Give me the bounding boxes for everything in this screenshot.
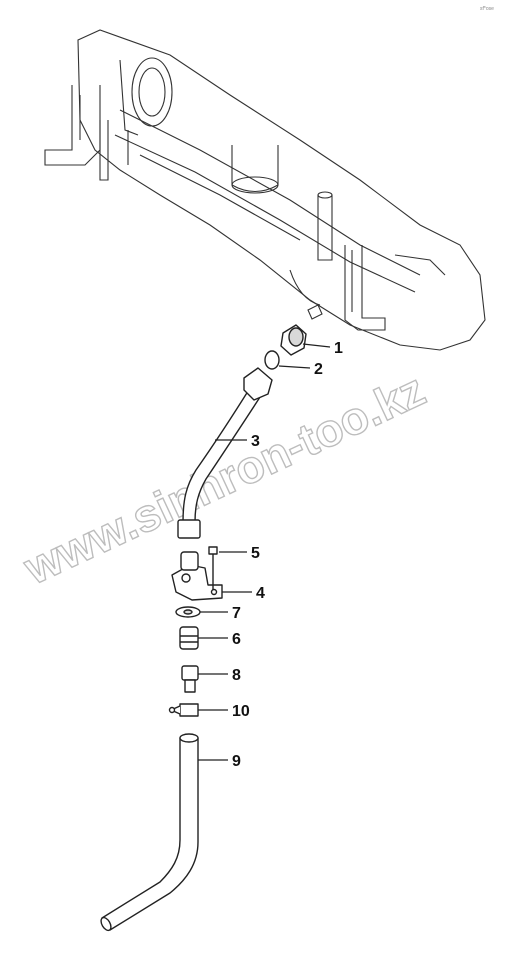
callout-8: 8 [232, 667, 241, 684]
corner-mark: sf*ose [480, 6, 494, 12]
part-10-clamp [168, 703, 199, 717]
part-8-nipple [181, 665, 199, 693]
part-6-union [179, 626, 199, 650]
watermark-text: www.sinhron-too.kz [15, 363, 432, 595]
callout-2: 2 [314, 361, 323, 378]
part-9-lower-hose [100, 733, 199, 932]
callout-6: 6 [232, 631, 241, 648]
callout-1: 1 [334, 340, 343, 357]
pipe-adapter [180, 551, 199, 571]
chassis-frame [44, 29, 486, 351]
part-2-ring [264, 350, 280, 370]
callout-10: 10 [232, 703, 250, 720]
leader-2 [278, 365, 311, 369]
leader-1 [302, 343, 331, 348]
part-7-washer [175, 606, 201, 618]
leader-lines [198, 343, 331, 761]
callout-4: 4 [256, 585, 265, 602]
part-5-bolt [208, 546, 218, 590]
callout-7: 7 [232, 605, 241, 622]
callout-9: 9 [232, 753, 241, 770]
callout-5: 5 [251, 545, 260, 562]
callout-3: 3 [251, 433, 260, 450]
callout-numbers: 1 2 3 4 5 6 7 8 9 10 [232, 340, 343, 770]
part-1-nut [280, 324, 307, 356]
part-3-upper-pipe [177, 367, 273, 539]
part-4-bracket [171, 564, 223, 601]
